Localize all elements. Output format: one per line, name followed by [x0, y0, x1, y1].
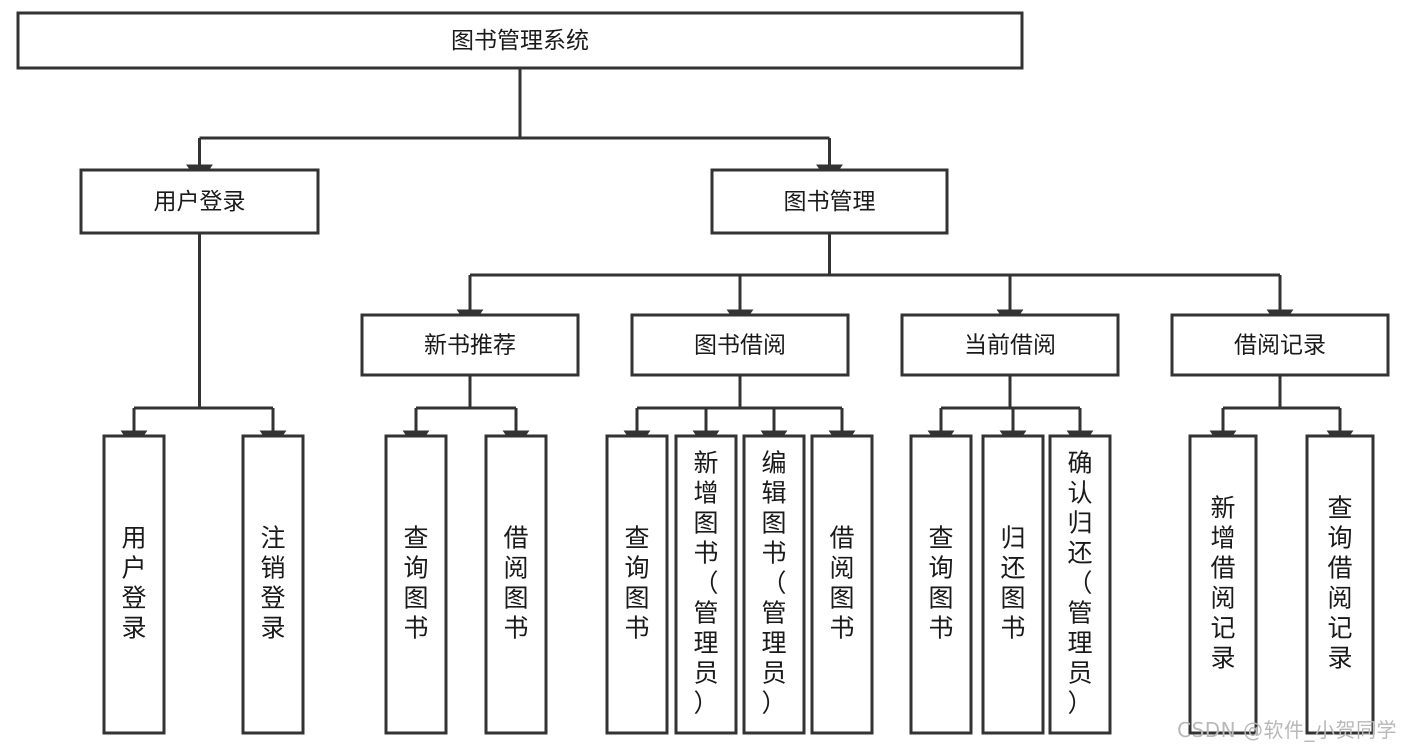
- node-leaf-9[interactable]: 归还图书: [981, 434, 1045, 735]
- node-leaf-0-label: 用户登录: [121, 524, 146, 643]
- node-leaf-6[interactable]: 编辑图书（管理员）: [742, 434, 806, 735]
- node-leaf-8[interactable]: 查询图书: [909, 434, 973, 735]
- node-leaf-1[interactable]: 注销登录: [241, 434, 305, 735]
- connector-layer: [120, 68, 1354, 450]
- node-level2-1-box: [710, 168, 949, 235]
- node-level3-3-box: [1170, 313, 1390, 377]
- node-layer: 图书管理系统用户登录图书管理新书推荐图书借阅当前借阅借阅记录用户登录注销登录查询…: [16, 11, 1390, 735]
- node-leaf-6-box: [742, 434, 806, 735]
- node-level3-0-label: 新书推荐: [424, 333, 516, 359]
- node-leaf-6-label: 编辑图书（管理员）: [761, 449, 786, 718]
- node-level3-3-label: 借阅记录: [1234, 333, 1326, 359]
- node-leaf-4-box: [605, 434, 669, 735]
- node-leaf-0[interactable]: 用户登录: [102, 434, 166, 735]
- node-level3-3[interactable]: 借阅记录: [1170, 313, 1390, 377]
- node-leaf-2-box: [384, 434, 448, 735]
- node-leaf-11[interactable]: 新增借阅记录: [1188, 434, 1258, 735]
- node-root-label: 图书管理系统: [451, 28, 589, 54]
- node-level3-1[interactable]: 图书借阅: [630, 313, 850, 377]
- node-leaf-1-label: 注销登录: [260, 524, 285, 643]
- node-leaf-12-label: 查询借阅记录: [1327, 494, 1352, 673]
- node-level2-0-label: 用户登录: [154, 189, 246, 215]
- node-leaf-1-box: [241, 434, 305, 735]
- node-leaf-4-label: 查询图书: [624, 524, 649, 643]
- node-leaf-7-box: [810, 434, 874, 735]
- node-leaf-7[interactable]: 借阅图书: [810, 434, 874, 735]
- node-leaf-4[interactable]: 查询图书: [605, 434, 669, 735]
- node-level3-0[interactable]: 新书推荐: [360, 313, 580, 377]
- node-leaf-9-label: 归还图书: [1000, 524, 1025, 643]
- node-level3-2-box: [900, 313, 1120, 377]
- node-leaf-7-label: 借阅图书: [829, 524, 854, 643]
- node-leaf-8-box: [909, 434, 973, 735]
- node-level3-2[interactable]: 当前借阅: [900, 313, 1120, 377]
- node-level3-0-box: [360, 313, 580, 377]
- node-leaf-3-label: 借阅图书: [503, 524, 528, 643]
- node-leaf-10-label: 确认归还（管理员）: [1067, 449, 1092, 718]
- node-leaf-3-box: [484, 434, 548, 735]
- node-leaf-10[interactable]: 确认归还（管理员）: [1048, 434, 1112, 735]
- node-level2-1[interactable]: 图书管理: [710, 168, 949, 235]
- node-level3-1-label: 图书借阅: [694, 333, 786, 359]
- node-root-box: [16, 11, 1024, 70]
- node-leaf-2-label: 查询图书: [403, 524, 428, 643]
- node-level2-0[interactable]: 用户登录: [79, 168, 320, 235]
- watermark-text: CSDN @软件_小贺同学: [1177, 718, 1397, 742]
- node-leaf-3[interactable]: 借阅图书: [484, 434, 548, 735]
- node-level3-2-label: 当前借阅: [964, 333, 1056, 359]
- node-root[interactable]: 图书管理系统: [16, 11, 1024, 70]
- node-leaf-8-label: 查询图书: [928, 524, 953, 643]
- node-leaf-0-box: [102, 434, 166, 735]
- node-leaf-10-box: [1048, 434, 1112, 735]
- node-level2-1-label: 图书管理: [784, 189, 876, 215]
- node-leaf-12-box: [1305, 434, 1375, 735]
- node-level2-0-box: [79, 168, 320, 235]
- node-leaf-5-label: 新增图书（管理员）: [693, 449, 718, 718]
- node-leaf-11-box: [1188, 434, 1258, 735]
- node-leaf-5[interactable]: 新增图书（管理员）: [674, 434, 738, 735]
- node-leaf-2[interactable]: 查询图书: [384, 434, 448, 735]
- node-level3-1-box: [630, 313, 850, 377]
- node-leaf-5-box: [674, 434, 738, 735]
- node-leaf-12[interactable]: 查询借阅记录: [1305, 434, 1375, 735]
- node-leaf-9-box: [981, 434, 1045, 735]
- node-leaf-11-label: 新增借阅记录: [1210, 494, 1235, 673]
